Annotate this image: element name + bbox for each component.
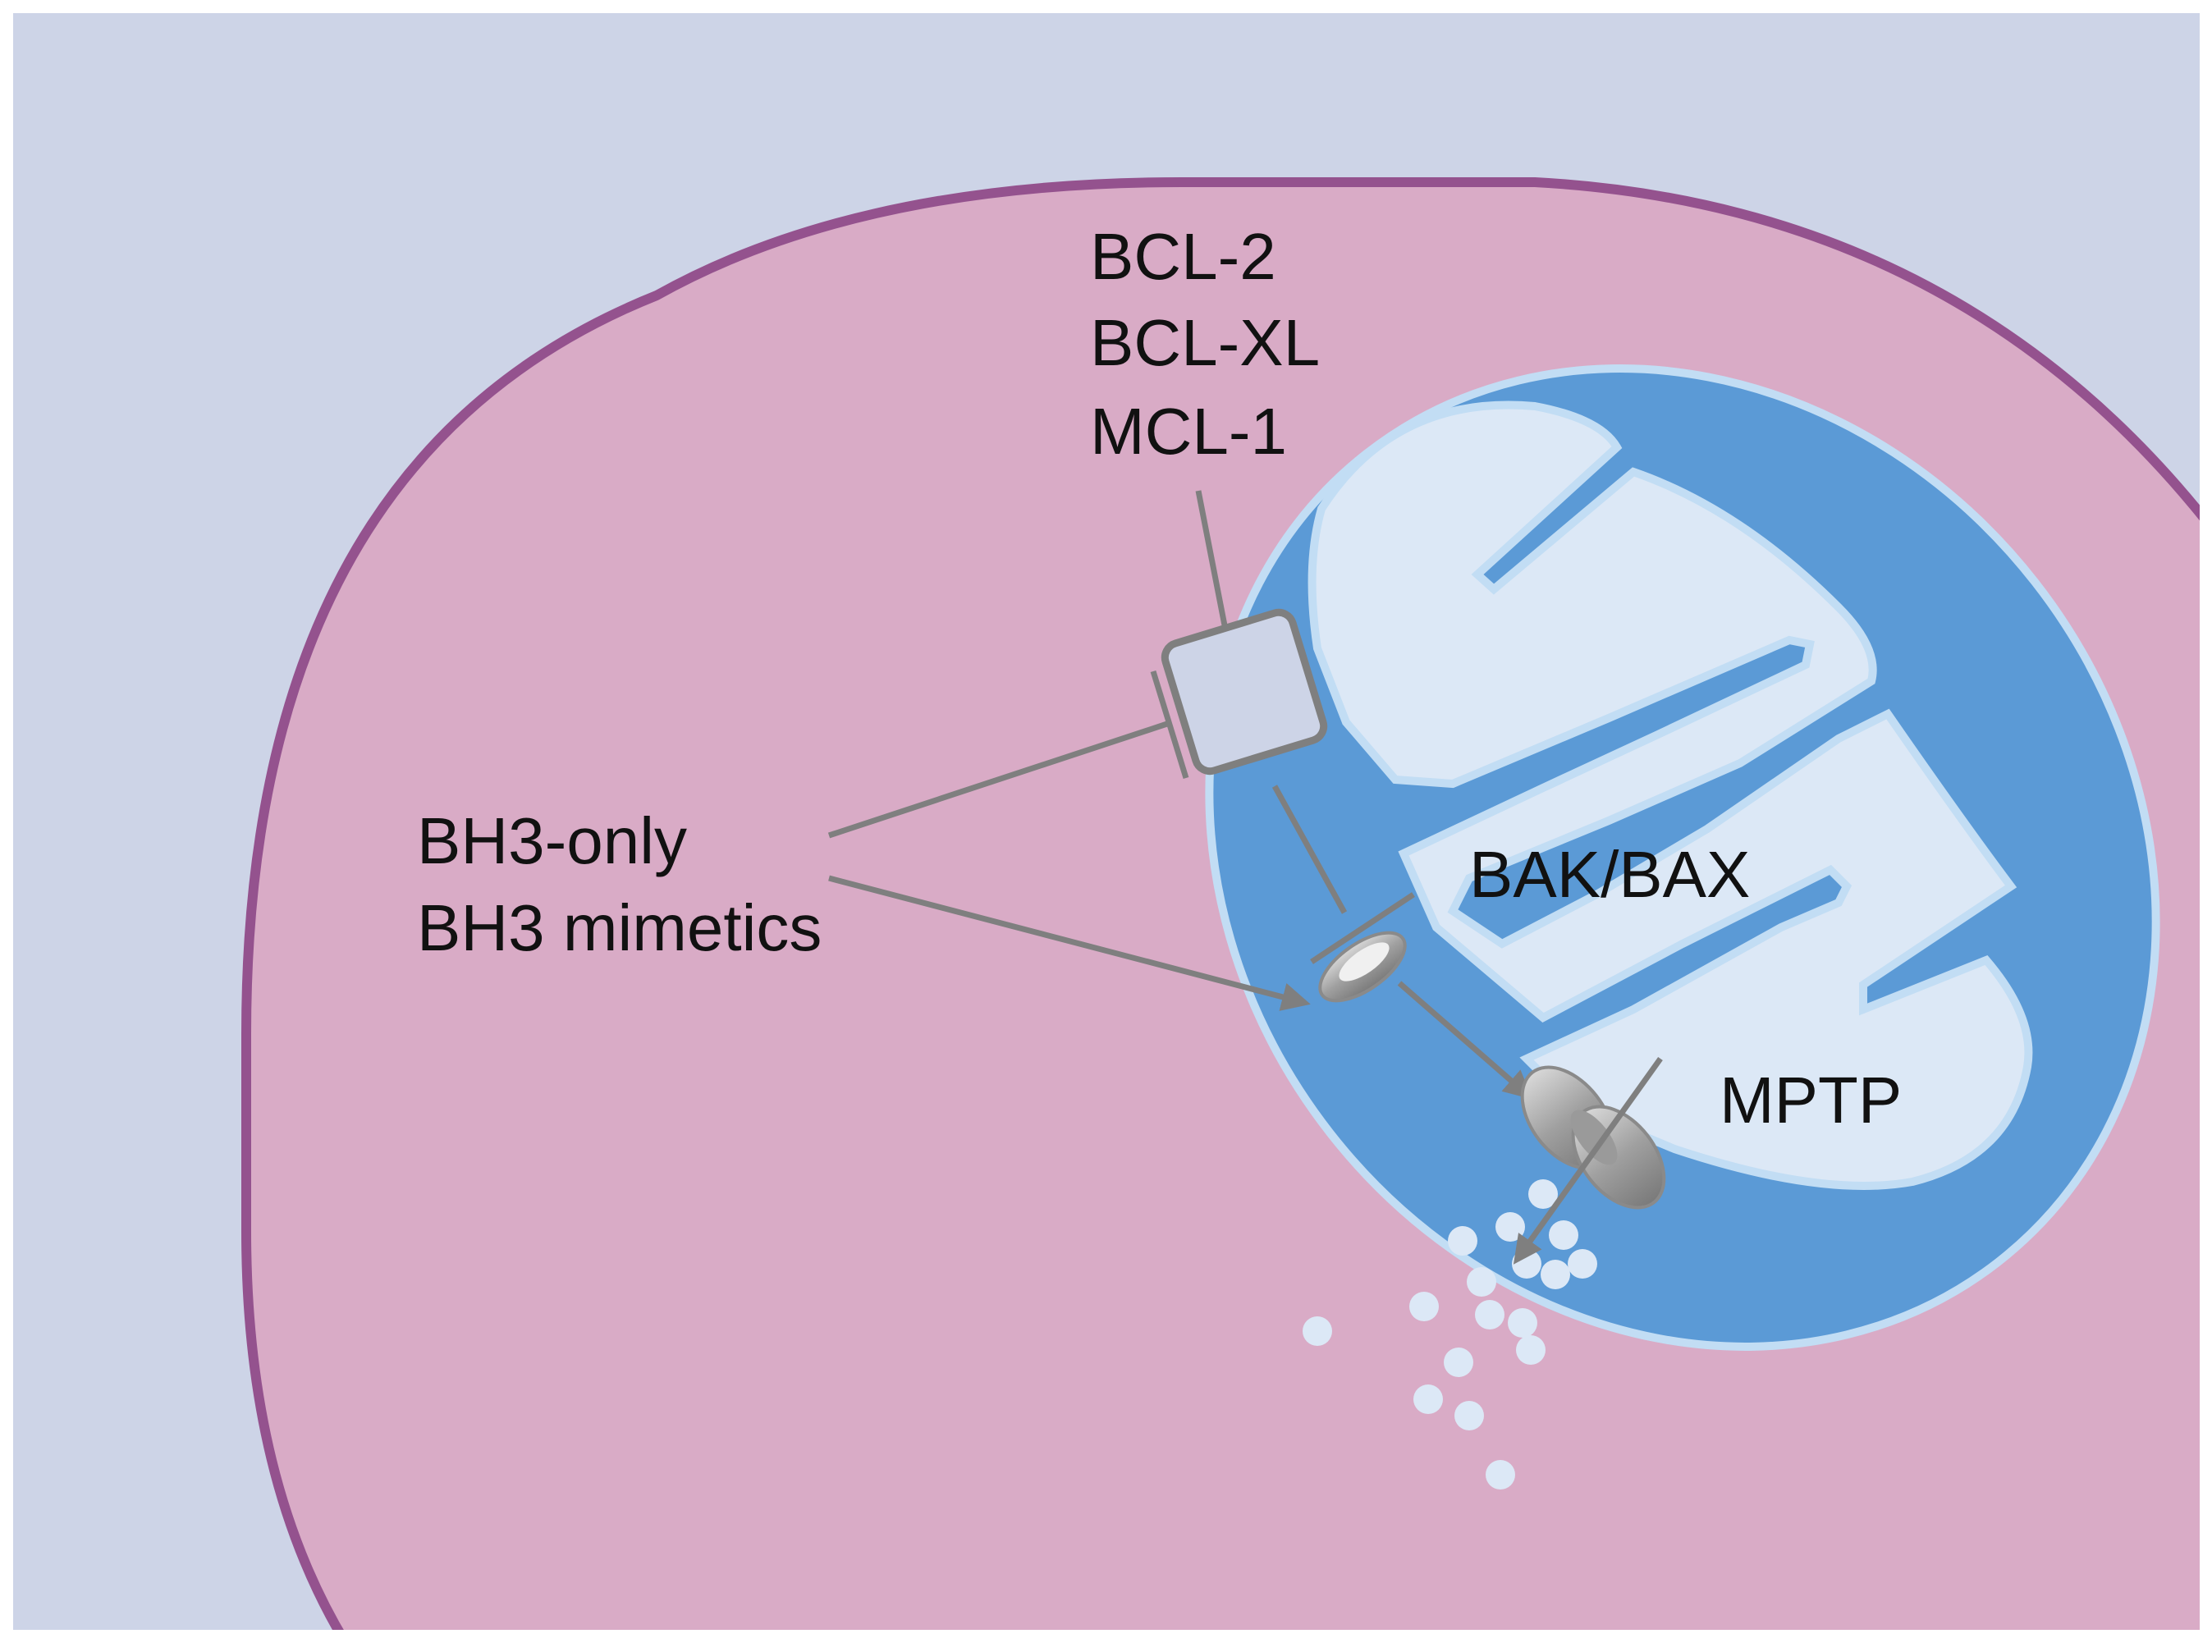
image-top-frame: [0, 0, 2212, 13]
bakbax-to-mptp-arrow: [1397, 981, 1533, 1100]
label-mptp: MPTP: [1720, 1064, 1902, 1137]
image-bottom-frame: [0, 1630, 2212, 1648]
image-right-frame: [2200, 0, 2212, 1648]
label-bcl2: BCL-2: [1090, 220, 1276, 293]
label-bh3-mimetics: BH3 mimetics: [417, 891, 822, 964]
bcl2-protein-box: [1161, 608, 1328, 776]
label-bclxl: BCL-XL: [1090, 306, 1320, 379]
mitochondrion-matrix: [1308, 400, 2033, 1190]
mptp-channel: [1520, 1065, 1666, 1210]
image-left-frame: [0, 0, 13, 1648]
mptp-release-arrow: [1513, 1056, 1663, 1265]
bcl2-inhibits-bakbax-bar: [1310, 892, 1415, 964]
bh3-inhibits-bcl2-bar: [1150, 670, 1189, 780]
bcl2-label-connector: [1195, 490, 1228, 626]
label-mcl1: MCL-1: [1090, 395, 1287, 468]
bh3-activates-bakbax-arrow: [828, 875, 1311, 1011]
label-bh3-only: BH3-only: [417, 804, 687, 877]
bh3-inhibits-bcl2-line: [827, 721, 1169, 839]
bcl2-inhibits-bakbax-line: [1271, 785, 1348, 914]
mitochondrion: [1205, 364, 2160, 1351]
label-bakbax: BAK/BAX: [1469, 838, 1750, 911]
bakbax-pore: [1318, 931, 1407, 1003]
